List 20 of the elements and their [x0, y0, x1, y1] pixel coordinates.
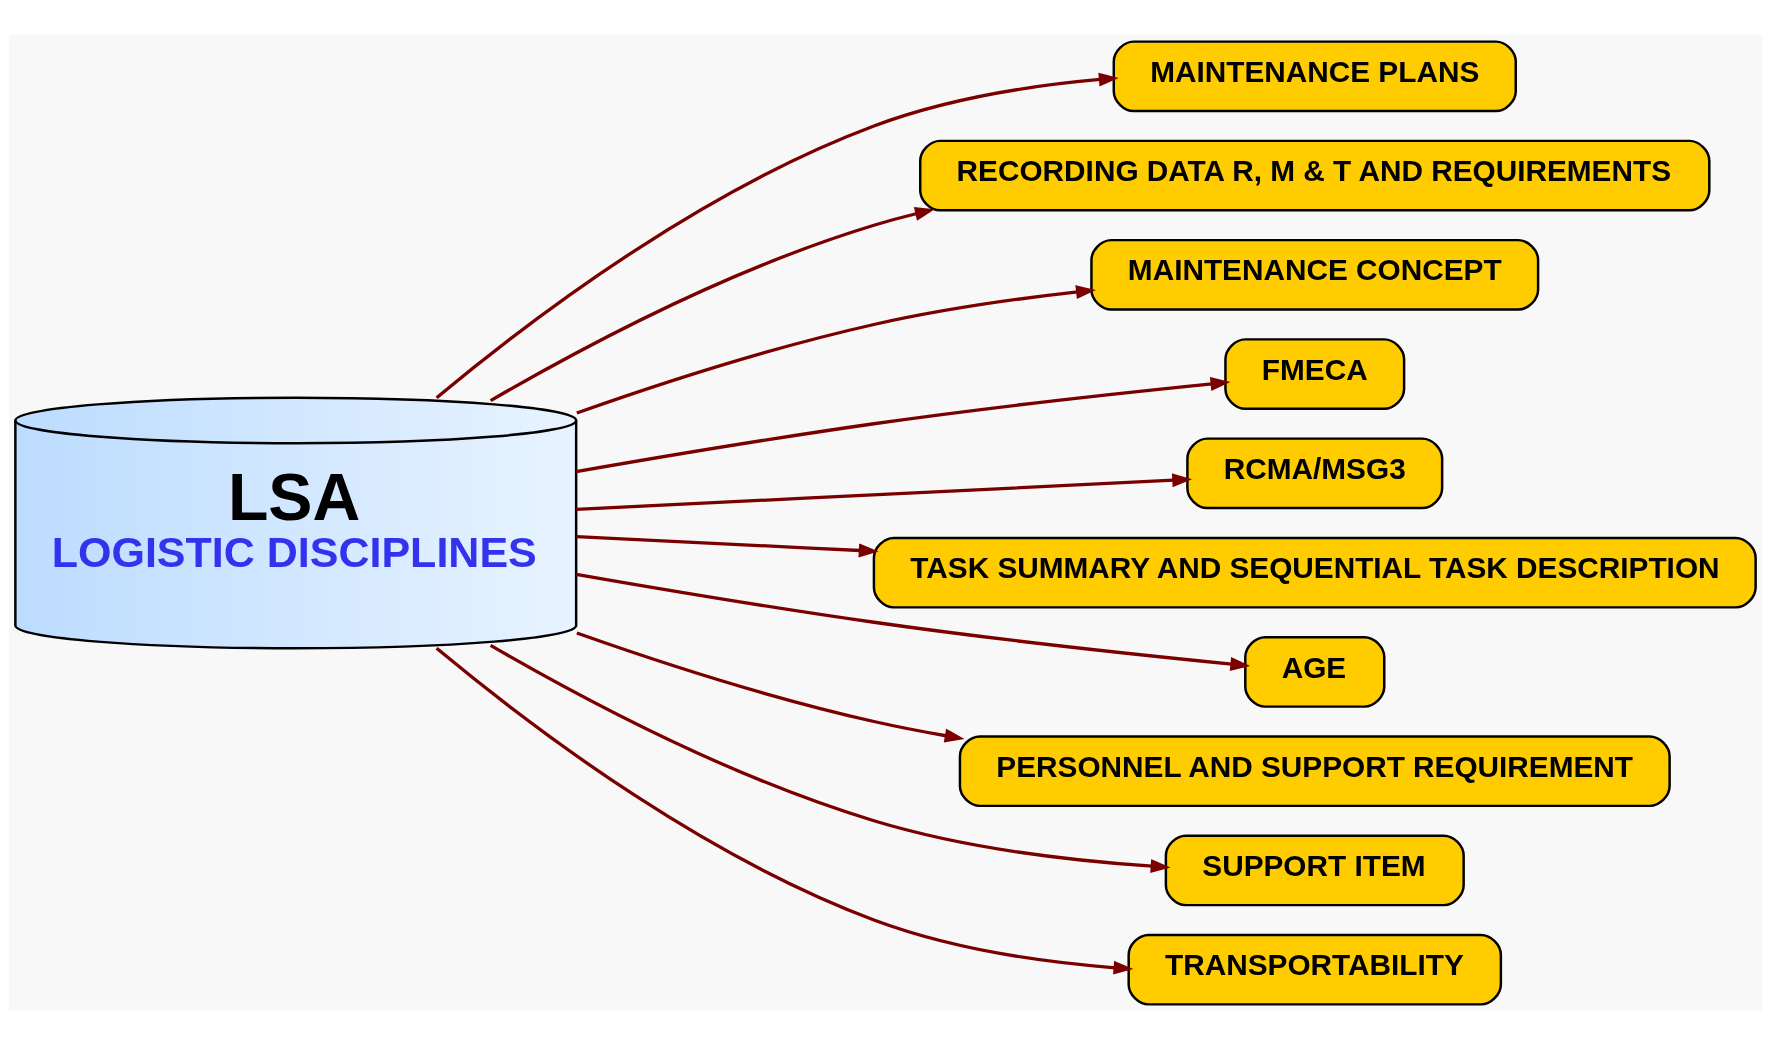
arrow [575, 572, 1251, 671]
node-box: PERSONNEL AND SUPPORT REQUIREMENT [958, 734, 1671, 807]
arrow [576, 472, 1193, 511]
arrow [435, 646, 1134, 975]
arrow [489, 206, 935, 402]
node-box: TASK SUMMARY AND SEQUENTIAL TASK DESCRIPTION [872, 536, 1757, 609]
arrow [489, 643, 1171, 873]
node-box: MAINTENANCE CONCEPT [1090, 238, 1540, 311]
arrow [435, 72, 1119, 399]
arrow [576, 534, 879, 557]
arrow [576, 284, 1096, 415]
node-box: AGE [1244, 635, 1386, 708]
node-box: RECORDING DATA R, M & T AND REQUIREMENTS [919, 139, 1711, 212]
arrow [575, 376, 1231, 473]
node-box: SUPPORT ITEM [1164, 833, 1465, 906]
node-box: MAINTENANCE PLANS [1112, 39, 1517, 112]
arrow [576, 630, 965, 742]
node-box: FMECA [1224, 337, 1406, 410]
node-box: RCMA/MSG3 [1186, 436, 1444, 509]
node-box: TRANSPORTABILITY [1127, 933, 1503, 1006]
